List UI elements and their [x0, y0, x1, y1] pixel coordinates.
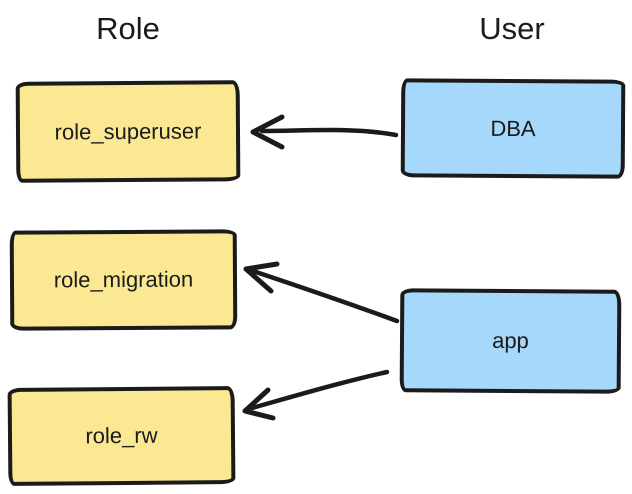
- user-column-heading: User: [479, 11, 545, 46]
- user-dba-label: DBA: [490, 115, 536, 141]
- role-migration-label: role_migration: [53, 266, 194, 293]
- role-rw-label: role_rw: [85, 422, 158, 449]
- role-box-rw: role_rw: [7, 386, 236, 486]
- user-app-label: app: [492, 327, 529, 354]
- user-box-app: app: [399, 288, 622, 394]
- arrow-shaft: [259, 127, 399, 138]
- role-superuser-label: role_superuser: [54, 117, 202, 145]
- arrow-head: [242, 387, 276, 421]
- arrow-head: [250, 114, 285, 150]
- role-box-migration: role_migration: [9, 229, 238, 331]
- arrow-shaft: [249, 369, 390, 411]
- arrow-shaft: [250, 268, 400, 324]
- arrow-head: [243, 261, 280, 294]
- user-box-dba: DBA: [400, 78, 626, 179]
- arrow-app-to-role-rw: [242, 369, 390, 421]
- role-column-heading: Role: [96, 11, 160, 46]
- arrow-dba-to-role-superuser: [250, 114, 399, 150]
- arrow-app-to-role-migration: [243, 261, 400, 324]
- role-box-superuser: role_superuser: [15, 80, 241, 183]
